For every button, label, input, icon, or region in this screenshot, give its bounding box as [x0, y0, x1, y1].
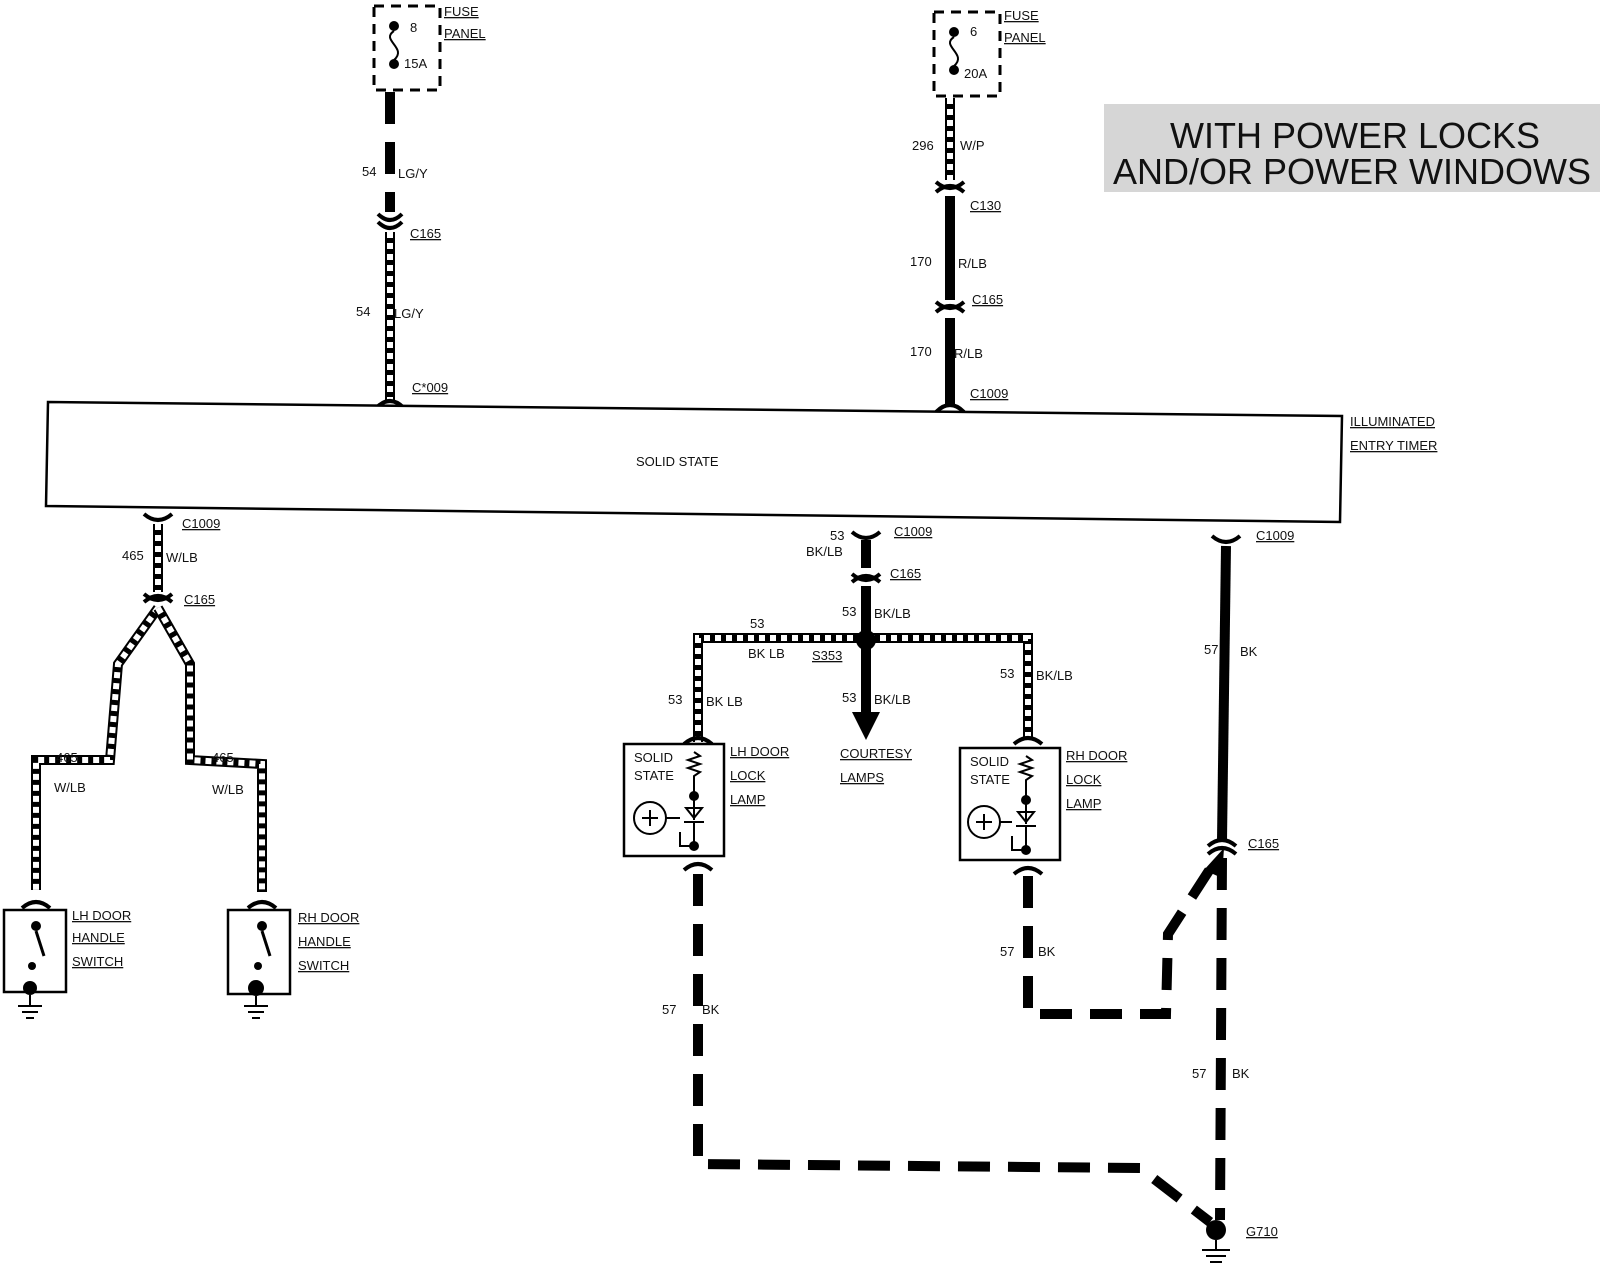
rh-switch-label-2: HANDLE — [298, 934, 351, 949]
title-line-2: AND/OR POWER WINDOWS — [1113, 151, 1591, 192]
wire-53: 53 BK/LB C1009 C165 53 BK/LB 53 BK LB S3… — [668, 524, 1073, 785]
wire-465-right-number: 465 — [212, 750, 234, 765]
wire-465-left-number: 465 — [56, 750, 78, 765]
lh-lamp-label-1: LH DOOR — [730, 744, 789, 759]
ground-label: G710 — [1246, 1224, 1278, 1239]
connector-c1009-top-left: C*009 — [412, 380, 448, 395]
wire-54a-color: LG/Y — [398, 166, 428, 181]
courtesy-label-1: COURTESY — [840, 746, 912, 761]
wire-465-left-color: W/LB — [54, 780, 86, 795]
wire-53c-number: 53 — [750, 616, 764, 631]
fuse-right-label-1: FUSE — [1004, 8, 1039, 23]
wire-57: C1009 57 BK C165 57 BK 57 BK 57 BK G710 — [662, 528, 1294, 1263]
fuse-left: 8 15A FUSE PANEL — [372, 4, 486, 92]
rh-switch-label-1: RH DOOR — [298, 910, 359, 925]
wire-54a-number: 54 — [362, 164, 376, 179]
wire-57b-color: BK — [1038, 944, 1056, 959]
wire-170b-number: 170 — [910, 344, 932, 359]
wire-54b-number: 54 — [356, 304, 370, 319]
wire-57d-color: BK — [1232, 1066, 1250, 1081]
wire-53f-color: BK/LB — [1036, 668, 1073, 683]
wire-170a-color: R/LB — [958, 256, 987, 271]
wire-54: 54 LG/Y 54 LG/Y C165 C*009 — [356, 92, 448, 410]
wire-53d-number: 53 — [668, 692, 682, 707]
fuse-left-label-2: PANEL — [444, 26, 486, 41]
wire-53b-number: 53 — [842, 604, 856, 619]
lh-switch-label-2: HANDLE — [72, 930, 125, 945]
wire-465: C1009 465 W/LB C165 465 W/LB 465 W/LB — [31, 512, 267, 892]
wire-465a-number: 465 — [122, 548, 144, 563]
lh-switch-label-3: SWITCH — [72, 954, 123, 969]
module-center-text: SOLID STATE — [636, 454, 719, 469]
wire-53a-color: BK/LB — [806, 544, 843, 559]
wire-53d-color: BK LB — [706, 694, 743, 709]
connector-c165-top-right: C165 — [972, 292, 1003, 307]
module-name-2: ENTRY TIMER — [1350, 438, 1437, 453]
fuse-right-rating: 20A — [964, 66, 987, 81]
fuse-right: 6 20A FUSE PANEL — [932, 8, 1046, 98]
wire-53e-color: BK/LB — [874, 692, 911, 707]
module-name-1: ILLUMINATED — [1350, 414, 1435, 429]
connector-c130: C130 — [970, 198, 1001, 213]
wire-53a-number: 53 — [830, 528, 844, 543]
connector-c1009-bottom-middle: C1009 — [894, 524, 932, 539]
wire-465a-color: W/LB — [166, 550, 198, 565]
fuse-right-label-2: PANEL — [1004, 30, 1046, 45]
splice-s353 — [856, 630, 876, 650]
connector-c165-top-left: C165 — [410, 226, 441, 241]
connector-c1009-top-right: C1009 — [970, 386, 1008, 401]
lh-lamp-label-3: LAMP — [730, 792, 765, 807]
lh-switch-label-1: LH DOOR — [72, 908, 131, 923]
rh-switch-label-3: SWITCH — [298, 958, 349, 973]
lh-lamp-inner-1: SOLID — [634, 750, 673, 765]
rh-lamp-label-2: LOCK — [1066, 772, 1102, 787]
title-block: WITH POWER LOCKS AND/OR POWER WINDOWS — [1104, 104, 1600, 192]
wire-57c-color: BK — [702, 1002, 720, 1017]
connector-c1009-bottom-right: C1009 — [1256, 528, 1294, 543]
rh-lamp-inner-2: STATE — [970, 772, 1010, 787]
title-line-1: WITH POWER LOCKS — [1170, 115, 1540, 156]
wire-53c-color: BK LB — [748, 646, 785, 661]
connector-c165-bottom-middle: C165 — [890, 566, 921, 581]
wire-57d-number: 57 — [1192, 1066, 1206, 1081]
wire-54b-color: LG/Y — [394, 306, 424, 321]
connector-c165-bottom-left: C165 — [184, 592, 215, 607]
lh-lamp-inner-2: STATE — [634, 768, 674, 783]
wire-57c-number: 57 — [662, 1002, 676, 1017]
courtesy-label-2: LAMPS — [840, 770, 884, 785]
lh-lamp-label-2: LOCK — [730, 768, 766, 783]
rh-lamp-label-1: RH DOOR — [1066, 748, 1127, 763]
illuminated-entry-timer: SOLID STATE ILLUMINATED ENTRY TIMER — [44, 400, 1437, 524]
splice-label: S353 — [812, 648, 842, 663]
connector-c165-bottom-right: C165 — [1248, 836, 1279, 851]
fuse-left-rating: 15A — [404, 56, 427, 71]
wire-170b-color: R/LB — [954, 346, 983, 361]
wire-57b-number: 57 — [1000, 944, 1014, 959]
wire-170a-number: 170 — [910, 254, 932, 269]
connector-c1009-bottom-left: C1009 — [182, 516, 220, 531]
ground-g710 — [1206, 1220, 1226, 1240]
fuse-left-label-1: FUSE — [444, 4, 479, 19]
rh-lamp-label-3: LAMP — [1066, 796, 1101, 811]
wire-57a-color: BK — [1240, 644, 1258, 659]
fuse-right-number: 6 — [970, 24, 977, 39]
wire-296-170: 296 W/P C130 170 R/LB C165 170 R/LB C100… — [910, 98, 1008, 414]
wire-296-color: W/P — [960, 138, 985, 153]
wire-53e-number: 53 — [842, 690, 856, 705]
wire-57a-number: 57 — [1204, 642, 1218, 657]
wire-465-right-color: W/LB — [212, 782, 244, 797]
lh-door-handle-switch: LH DOOR HANDLE SWITCH — [2, 900, 131, 1019]
wire-296-number: 296 — [912, 138, 934, 153]
lh-door-lock-lamp: SOLID STATE LH DOOR LOCK LAMP — [622, 736, 789, 872]
rh-lamp-inner-1: SOLID — [970, 754, 1009, 769]
wire-53f-number: 53 — [1000, 666, 1014, 681]
rh-door-lock-lamp: SOLID STATE RH DOOR LOCK LAMP — [958, 736, 1127, 876]
fuse-left-number: 8 — [410, 20, 417, 35]
wire-53b-color: BK/LB — [874, 606, 911, 621]
rh-door-handle-switch: RH DOOR HANDLE SWITCH — [226, 900, 359, 1019]
